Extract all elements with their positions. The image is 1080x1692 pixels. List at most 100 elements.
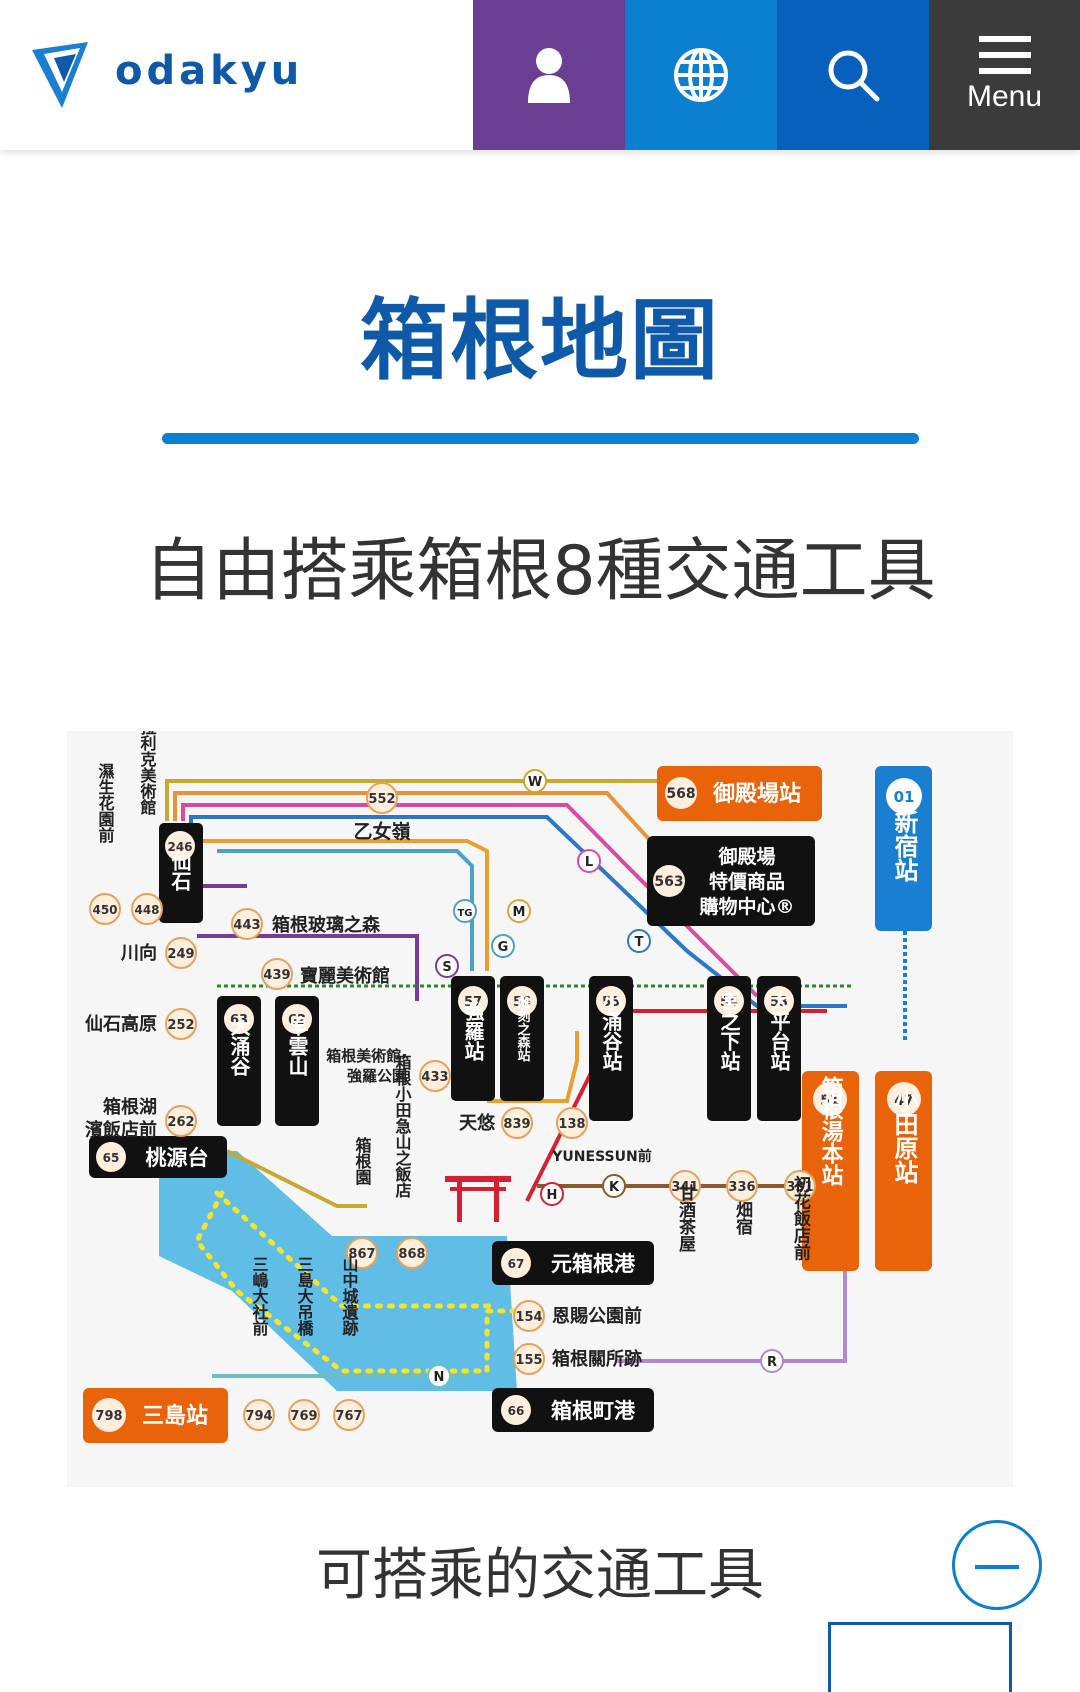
toh-code: 53 — [770, 995, 788, 1010]
stop-sekisho[interactable]: 155 箱根關所跡 — [513, 1343, 642, 1375]
chokoku-label: 雕刻之森站 — [515, 996, 531, 1063]
stop-yamanaka-code: 767 — [335, 1409, 362, 1424]
stop-yunessun-label: YUNESSUN前 — [551, 1148, 651, 1165]
sounzan-station[interactable]: 62 早雲山 — [275, 996, 319, 1126]
stop-amazake[interactable]: 341 甘酒茶屋 — [669, 1170, 701, 1253]
odakyu-logo[interactable] — [28, 38, 328, 113]
gora-station[interactable]: 57 強羅站 — [451, 976, 495, 1101]
owakudani-station[interactable]: 63 大涌谷 — [217, 996, 261, 1126]
stop-kohan-label-2: 濱飯店前 — [85, 1119, 157, 1141]
gotemba-code: 568 — [666, 786, 695, 802]
gotemba-station[interactable]: 568 御殿場站 — [657, 766, 822, 821]
odawara-label: 小田原站 — [890, 1088, 918, 1184]
shinjuku-label: 新宿站 — [890, 809, 918, 882]
stop-sengokuhara-label: 仙石高原 — [85, 1013, 157, 1035]
gora-label: 強羅站 — [461, 1001, 485, 1061]
motohakone-station[interactable]: 67 元箱根港 — [492, 1241, 654, 1285]
toh-label: 大平台站 — [767, 991, 791, 1071]
next-section-box — [828, 1622, 1012, 1692]
search-button[interactable] — [777, 0, 929, 150]
hakone-route-map: 568 御殿場站 563 御殿場 特價商品 購物中心® 01 新宿站 47 小田… — [67, 686, 1013, 1487]
stop-shisseikaen-label: 濕生花園前 — [96, 763, 115, 844]
stop-yamanaka[interactable]: 767 山中城遺跡 — [333, 1256, 365, 1431]
gora-code: 57 — [464, 995, 482, 1010]
stop-otome[interactable]: 552 乙女嶺 — [353, 782, 411, 843]
hakonemachi-station[interactable]: 66 箱根町港 — [492, 1388, 654, 1432]
stop-odakyu-hotel[interactable]: 868 箱根小田急山之飯店 — [393, 1053, 428, 1269]
stop-glass[interactable]: 443 箱根玻璃之森 — [231, 908, 381, 940]
stop-shisseikaen[interactable]: 450 濕生花園前 — [89, 763, 121, 925]
search-icon — [828, 50, 880, 102]
line-yellow-lake — [226, 1149, 367, 1208]
stop-otome-label: 乙女嶺 — [353, 820, 410, 843]
shinjuku-station[interactable]: 01 新宿站 — [875, 766, 932, 931]
togendai-station[interactable]: 65 桃源台 — [89, 1136, 227, 1178]
hakonemachi-label: 箱根町港 — [551, 1399, 636, 1423]
mishima-code: 798 — [95, 1409, 122, 1424]
menu-label: Menu — [966, 80, 1043, 113]
sengoku-station[interactable]: 246 仙石 — [159, 823, 203, 923]
stop-lalique[interactable]: 448 箱根拉利克美術館 — [131, 686, 163, 925]
miyanoshita-code: 54 — [720, 995, 738, 1010]
stop-museum-park[interactable]: 433 箱根美術館· 強羅公園 — [326, 1047, 451, 1092]
stop-kawamukai[interactable]: 249 川向 — [120, 937, 197, 969]
stop-kawamukai-label: 川向 — [120, 942, 157, 964]
stop-yamanaka-label: 山中城遺跡 — [340, 1256, 359, 1337]
stop-glass-code: 443 — [233, 918, 260, 933]
line-m — [197, 839, 489, 971]
stop-tenyu-label: 天悠 — [459, 1112, 496, 1134]
stop-hatajuku[interactable]: 336 畑宿 — [726, 1170, 758, 1236]
collapse-button[interactable] — [952, 1520, 1042, 1610]
kowakidani-station[interactable]: 55 小涌谷站 — [589, 976, 633, 1121]
chokoku-station[interactable]: 56 雕刻之森站 — [500, 976, 544, 1101]
kowakidani-label: 小涌谷站 — [599, 991, 623, 1071]
stop-museum-park-label-2: 強羅公園 — [347, 1067, 407, 1085]
marker-k: K — [609, 1180, 620, 1195]
yumoto-label: 箱根湯本站 — [818, 1075, 844, 1187]
torii-icon — [445, 1176, 511, 1222]
account-button[interactable] — [473, 0, 625, 150]
stop-kawamukai-code: 249 — [167, 947, 194, 962]
gotemba-outlet[interactable]: 563 御殿場 特價商品 購物中心® — [647, 836, 815, 926]
language-button[interactable] — [625, 0, 777, 150]
sengoku-label: 仙石 — [168, 850, 192, 891]
stop-museum-park-code: 433 — [421, 1070, 448, 1085]
marker-n: N — [434, 1370, 445, 1385]
outlet-label-2: 特價商品 — [709, 870, 785, 893]
yumoto-station[interactable]: 51 箱根湯本站 — [802, 1071, 859, 1271]
stop-hatsuhana[interactable]: 331 初花飯店前 — [784, 1170, 816, 1261]
stop-pola[interactable]: 439 寶麗美術館 — [261, 958, 390, 990]
hakonemachi-code: 66 — [508, 1404, 525, 1418]
marker-l: L — [585, 855, 593, 870]
menu-button[interactable]: Menu — [929, 0, 1080, 150]
site-header: odakyu Menu — [0, 0, 1080, 150]
stop-onshi[interactable]: 154 恩賜公園前 — [513, 1300, 642, 1332]
stop-amazake-label: 甘酒茶屋 — [675, 1183, 696, 1253]
mishima-station[interactable]: 798 三島站 — [83, 1388, 228, 1443]
stop-tsuribashi[interactable]: 769 三島大吊橋 — [288, 1256, 320, 1431]
marker-s: S — [442, 960, 451, 975]
gotemba-label: 御殿場站 — [712, 781, 801, 807]
hamburger-icon — [978, 36, 1031, 74]
stop-tenyu[interactable]: 839 天悠 — [459, 1107, 533, 1139]
miyanoshita-station[interactable]: 54 宮之下站 — [707, 976, 751, 1121]
stop-yunessun-code: 138 — [558, 1117, 585, 1132]
togendai-label: 桃源台 — [146, 1146, 209, 1170]
stop-sekisho-code: 155 — [515, 1353, 542, 1368]
marker-w: W — [528, 775, 542, 790]
stop-kohan[interactable]: 262 箱根湖 濱飯店前 — [85, 1096, 197, 1141]
toh-station[interactable]: 53 大平台站 — [757, 976, 801, 1121]
odawara-station[interactable]: 47 小田原站 — [875, 1071, 932, 1271]
mishima-label: 三島站 — [142, 1403, 208, 1429]
stop-taisha[interactable]: 794 三嶋大社前 — [243, 1256, 275, 1431]
stop-tenyu-code: 839 — [503, 1117, 530, 1132]
stop-kohan-code: 262 — [167, 1115, 194, 1130]
stop-yunessun[interactable]: 138 YUNESSUN前 — [551, 1107, 652, 1165]
stop-lalique-label: 箱根拉利克美術館 — [138, 731, 158, 816]
shinjuku-code: 01 — [894, 788, 915, 806]
brand-name: odakyu — [115, 48, 304, 94]
page-subtitle: 自由搭乘箱根8種交通工具 — [144, 532, 936, 611]
stop-sengokuhara[interactable]: 252 仙石高原 — [85, 1008, 197, 1040]
stop-hakoneen[interactable]: 867 箱根園 — [346, 1136, 378, 1269]
boat-route — [194, 1190, 525, 1374]
